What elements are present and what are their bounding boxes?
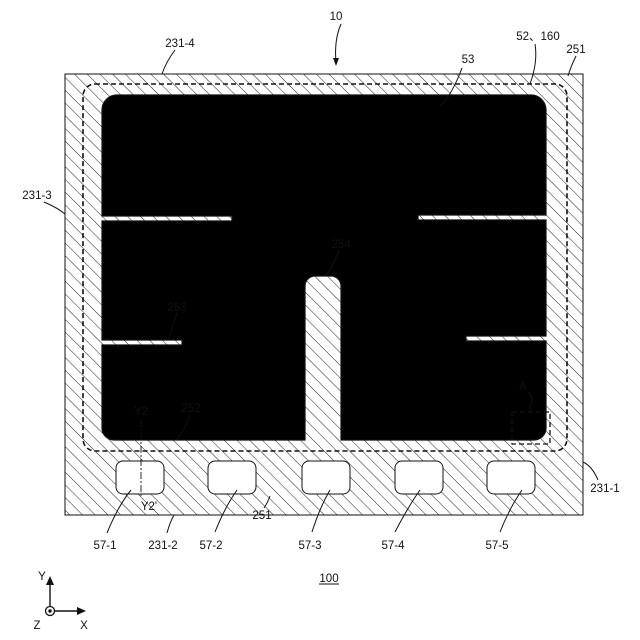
leader-231-1 <box>583 462 598 480</box>
label-251-top: 251 <box>566 44 585 56</box>
label-y2-prime: Y2' <box>141 501 157 513</box>
label-231-4: 231-4 <box>165 38 195 50</box>
axis-label-x: X <box>80 620 88 632</box>
z-axis-dot <box>48 609 51 612</box>
label-57-5: 57-5 <box>485 540 508 552</box>
label-53: 53 <box>462 54 475 66</box>
label-231-1: 231-1 <box>590 483 619 495</box>
axis-label-y: Y <box>38 571 46 583</box>
leader-231-4 <box>162 50 175 74</box>
label-252: 252 <box>181 403 200 415</box>
label-a: A <box>519 381 527 393</box>
label-57-2: 57-2 <box>199 540 222 552</box>
label-251-bottom: 251 <box>252 510 271 522</box>
label-231-3: 231-3 <box>22 190 51 202</box>
leader-251-top <box>568 56 576 76</box>
leader-10 <box>336 24 341 62</box>
label-10: 10 <box>330 11 343 23</box>
axes-triad: Y X Z <box>33 571 88 632</box>
y-axis-arrow <box>46 576 54 585</box>
label-231-2: 231-2 <box>148 540 177 552</box>
axis-label-z: Z <box>33 620 40 632</box>
leader-10-arrow <box>333 58 339 66</box>
leader-231-3 <box>44 202 65 214</box>
label-57-1: 57-1 <box>93 540 116 552</box>
label-y2: Y2 <box>134 406 148 418</box>
leader-231-2 <box>167 515 174 533</box>
label-57-3: 57-3 <box>298 540 321 552</box>
label-253: 253 <box>167 302 186 314</box>
label-57-4: 57-4 <box>381 540 405 552</box>
figure-number: 100 <box>319 573 338 585</box>
label-52-160: 52、160 <box>516 31 559 43</box>
label-254: 254 <box>331 239 351 251</box>
x-axis-arrow <box>77 607 86 615</box>
